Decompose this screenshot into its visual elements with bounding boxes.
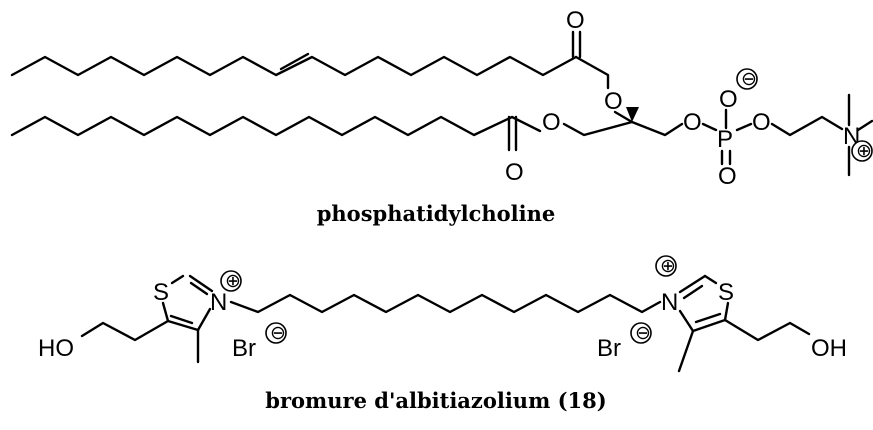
caption-phosphatidylcholine: phosphatidylcholine — [317, 201, 556, 226]
right-ring-c5-c4-bond-a — [691, 318, 727, 333]
right-nitrogen-positive-charge: ⊕ — [655, 255, 677, 277]
svg-text:⊖: ⊖ — [270, 323, 286, 344]
left-hydroxyethyl-bonds — [80, 319, 170, 342]
stereo-wedge-bond — [626, 107, 639, 122]
phosphate-ester-oxygen: O — [752, 109, 771, 136]
svg-text:⊕: ⊕ — [225, 271, 241, 292]
right-thiazole-sulfur: S — [718, 279, 734, 306]
left-ring-c2-n-bond-b — [189, 281, 209, 296]
lower-ester-oxygen: O — [542, 109, 561, 136]
caption-albitiazolium: bromure d'albitiazolium (18) — [265, 388, 606, 413]
right-ring-n-c2-bond-a — [678, 274, 707, 294]
glycerol-backbone-bonds — [562, 120, 684, 137]
right-hydroxyethyl-bonds — [723, 318, 811, 342]
left-ring-c2-n-bond-a — [188, 274, 214, 293]
phosphate-negative-charge: ⊖ — [736, 68, 758, 90]
phosphatidylcholine-structure: O O O O O O ⊖ P O O N ⊕ — [10, 7, 873, 190]
upper-ester-bonds — [574, 55, 610, 90]
p-to-o-bond — [735, 122, 753, 132]
choline-chain-bonds — [770, 115, 844, 137]
palmitoyl-chain-bonds — [10, 115, 542, 137]
left-ring-c4-c5-bond-b — [169, 314, 194, 325]
left-bromide-negative-charge: ⊖ — [265, 322, 287, 344]
left-hydroxyl: HO — [38, 335, 74, 362]
glycerol-phosphate-oxygen: O — [683, 109, 702, 136]
right-ring-c2-s-bond — [703, 274, 718, 285]
ester-to-glycerol-bond — [613, 110, 634, 124]
upper-carbonyl-oxygen: O — [566, 7, 585, 34]
phosphate-anionic-oxygen: O — [719, 86, 738, 113]
upper-ester-oxygen: O — [604, 88, 623, 115]
right-bromide: Br — [597, 335, 621, 362]
left-nitrogen-positive-charge: ⊕ — [220, 270, 242, 292]
left-ring-n-c4-bond — [196, 307, 212, 332]
svg-text:⊖: ⊖ — [635, 323, 651, 344]
phosphate-oxo-oxygen: O — [718, 163, 737, 190]
left-thiazolium-nitrogen: N — [210, 289, 227, 316]
right-ring-s-c5-bond — [723, 301, 730, 322]
right-thiazolium-nitrogen: N — [661, 289, 678, 316]
right-hydroxyl: OH — [811, 335, 847, 362]
svg-text:⊕: ⊕ — [660, 256, 676, 277]
left-ring-s-c2-bond — [170, 274, 185, 285]
cis-double-bond — [279, 52, 310, 71]
left-bromide: Br — [232, 335, 256, 362]
ammonium-positive-charge: ⊕ — [851, 140, 873, 162]
right-bromide-negative-charge: ⊖ — [630, 322, 652, 344]
oleoyl-chain-bonds — [10, 55, 578, 77]
right-ring-c4-n-bond — [678, 309, 695, 333]
left-ring-c4-c5-bond-a — [166, 319, 200, 332]
lower-carbonyl-oxygen: O — [505, 159, 524, 186]
right-ring-n-c2-bond-b — [682, 284, 704, 300]
svg-text:⊕: ⊕ — [856, 141, 872, 162]
n-methyl-right-bond — [856, 119, 873, 132]
left-thiazole-sulfur: S — [153, 279, 169, 306]
albitiazolium-structure: S N ⊕ HO Br ⊖ N ⊕ S OH — [38, 255, 847, 373]
left-ring-c5-s-bond — [161, 301, 170, 323]
o-to-p-bond — [701, 122, 718, 132]
right-methyl-bond — [677, 329, 695, 373]
phosphorus-atom: P — [717, 126, 733, 153]
right-ring-c5-c4-bond-b — [694, 312, 722, 324]
svg-text:⊖: ⊖ — [741, 69, 757, 90]
dodecyl-linker-bonds — [229, 293, 662, 314]
